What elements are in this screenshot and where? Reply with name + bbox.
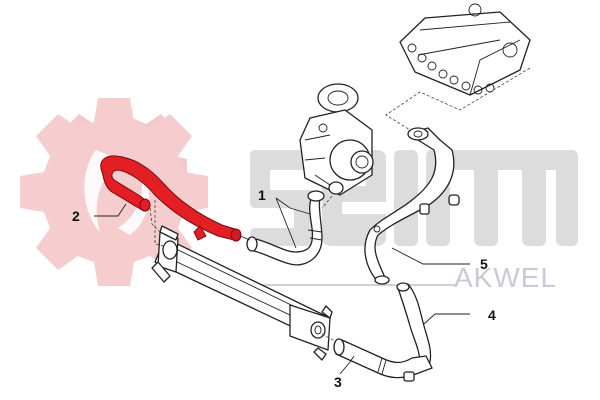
hose-2-dashed-guide (149, 207, 161, 233)
leader-line-3 (339, 355, 355, 375)
hose-2-highlighted (100, 155, 242, 242)
leader-line-4 (423, 313, 470, 325)
intercooler (151, 225, 333, 361)
turbocharger (299, 83, 374, 196)
watermark-brand-akwel: AKWEL (454, 262, 558, 293)
hose-2-to-1-link (239, 235, 251, 241)
callout-4: 4 (488, 307, 496, 323)
intercooler-dashed-guide-left (154, 200, 165, 247)
leader-line-2 (94, 203, 127, 217)
pipe-5 (364, 127, 460, 285)
callout-5: 5 (480, 256, 488, 272)
hose-1 (246, 190, 325, 266)
hose-4 (396, 282, 432, 365)
turbo-dashed-guide (321, 195, 333, 209)
leader-line-5 (391, 247, 470, 265)
callout-3: 3 (334, 374, 342, 390)
callout-2: 2 (72, 208, 80, 224)
leader-line-1 (275, 197, 311, 249)
callout-1: 1 (258, 187, 266, 203)
hose-3 (333, 338, 433, 382)
manifold-dashed-guide (385, 67, 531, 131)
intake-manifold (399, 3, 531, 96)
